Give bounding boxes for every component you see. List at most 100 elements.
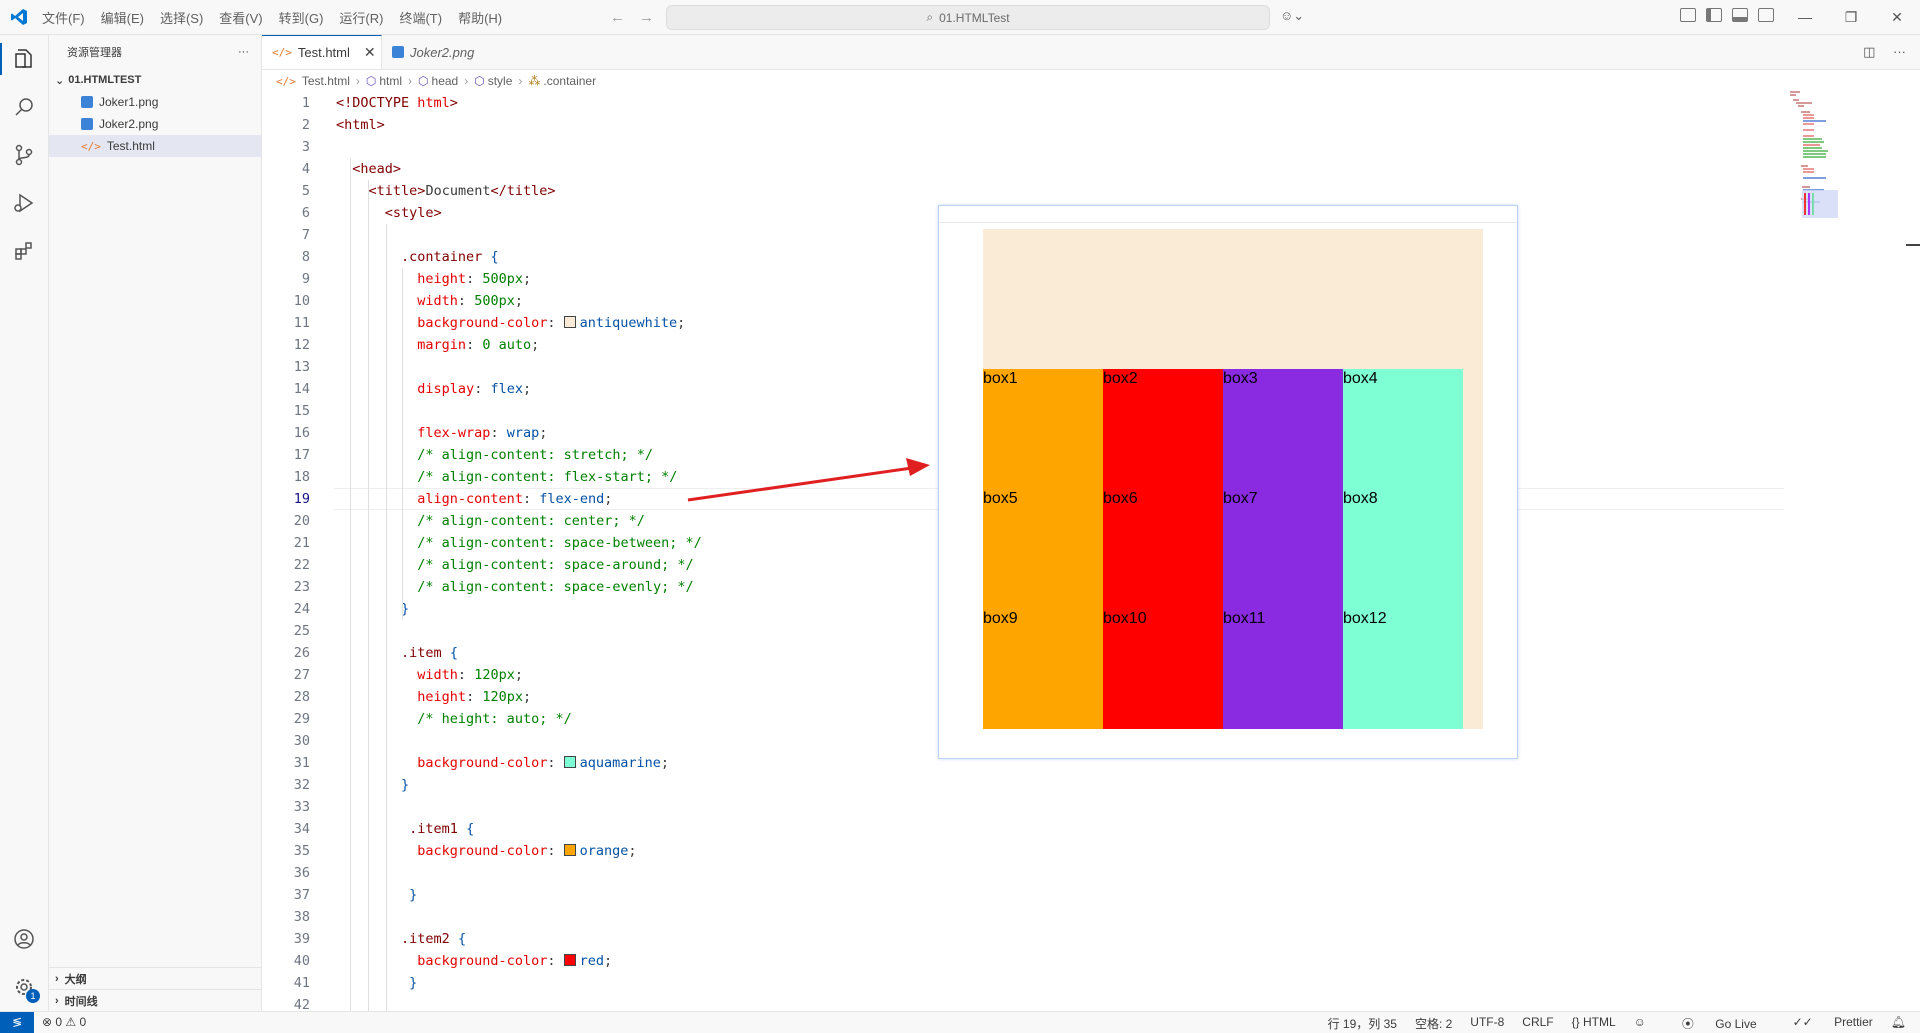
code-text: /* align-content: stretch; */ [417, 447, 653, 463]
prettier-button[interactable]: ✓✓ Prettier [1775, 1015, 1873, 1032]
customize-layout-icon[interactable] [1680, 8, 1696, 22]
minimize-icon[interactable]: — [1798, 9, 1812, 25]
search-text: 01.HTMLTest [939, 10, 1010, 25]
activity-bar-bottom: 1 [0, 915, 48, 1011]
workspace-folder[interactable]: ⌄ 01.HTMLTEST [49, 69, 261, 91]
search-view-icon[interactable] [0, 83, 48, 131]
line-number: 23 [293, 579, 310, 595]
flex-item-box1: box1 [983, 369, 1103, 489]
toggle-secondary-sidebar-icon[interactable] [1758, 8, 1774, 22]
breadcrumb-head[interactable]: head [431, 74, 459, 88]
menu-terminal[interactable]: 终端(T) [399, 10, 443, 26]
line-number: 20 [293, 513, 310, 529]
code-text: flex-wrap: wrap; [417, 425, 548, 441]
code-text: background-color: red; [417, 953, 613, 969]
indentation[interactable]: 空格: 2 [1414, 1017, 1453, 1031]
close-icon[interactable]: ✕ [363, 44, 376, 60]
menu-selection[interactable]: 选择(S) [159, 10, 204, 26]
code-text: .container { [401, 249, 499, 265]
vscode-logo-icon [11, 9, 27, 25]
line-number: 26 [293, 645, 310, 661]
menu-view[interactable]: 查看(V) [219, 10, 263, 26]
language-mode[interactable]: {} HTML [1571, 1015, 1616, 1029]
line-number: 3 [301, 139, 310, 155]
close-icon[interactable]: ✕ [1891, 9, 1903, 25]
line-number: 39 [293, 931, 310, 947]
html-file-icon: </> [81, 139, 101, 153]
line-number: 38 [293, 909, 310, 925]
chevron-right-icon: › [355, 74, 360, 88]
menu-run[interactable]: 运行(R) [339, 10, 384, 26]
line-number: 29 [293, 711, 310, 727]
menu-edit[interactable]: 编辑(E) [100, 10, 144, 26]
menu-go[interactable]: 转到(G) [278, 10, 324, 26]
more-actions-icon[interactable]: ··· [238, 46, 249, 58]
code-text: background-color: orange; [417, 843, 637, 859]
flex-item-box5: box5 [983, 489, 1103, 609]
encoding[interactable]: UTF-8 [1470, 1015, 1505, 1029]
minimap[interactable] [1790, 90, 1840, 220]
cursor-position[interactable]: 行 19，列 35 [1327, 1017, 1397, 1031]
end-of-line[interactable]: CRLF [1522, 1015, 1554, 1029]
file-item-joker2[interactable]: Joker2.png [49, 113, 261, 135]
flex-item-box10: box10 [1103, 609, 1223, 729]
file-item-joker1[interactable]: Joker1.png [49, 91, 261, 113]
extensions-icon[interactable] [0, 227, 48, 275]
outline-section[interactable]: › 大纲 [49, 967, 261, 989]
restore-icon[interactable]: ❐ [1844, 9, 1858, 25]
manage-gear-icon[interactable]: 1 [0, 963, 48, 1011]
line-number: 35 [293, 843, 310, 859]
breadcrumb-file[interactable]: Test.html [301, 74, 350, 88]
breadcrumb-container[interactable]: .container [543, 74, 597, 88]
go-live-button[interactable]: ⦿ Go Live [1664, 1015, 1757, 1032]
line-number: 32 [293, 777, 310, 793]
forward-arrow-icon[interactable]: → [639, 9, 654, 26]
menu-file[interactable]: 文件(F) [42, 10, 85, 26]
layout-controls [1680, 8, 1784, 22]
tab-label: Test.html [297, 45, 350, 60]
image-file-icon [81, 96, 93, 108]
menu-help[interactable]: 帮助(H) [458, 10, 503, 26]
line-number: 6 [301, 205, 310, 221]
notifications-bell-icon[interactable]: 🔔︎ [1890, 1015, 1906, 1029]
toggle-panel-icon[interactable] [1732, 8, 1748, 22]
code-text: <style> [384, 205, 442, 221]
toggle-sidebar-icon[interactable] [1706, 8, 1722, 22]
explorer-icon[interactable] [0, 35, 48, 83]
code-text: height: 120px; [417, 689, 532, 705]
breadcrumb-html[interactable]: html [379, 74, 403, 88]
run-debug-icon[interactable] [0, 179, 48, 227]
back-arrow-icon[interactable]: ← [610, 9, 625, 26]
source-control-icon[interactable] [0, 131, 48, 179]
code-text: .item1 { [409, 821, 475, 837]
outline-label: 大纲 [64, 973, 87, 986]
command-center-search[interactable]: ⌕ 01.HTMLTest [666, 5, 1270, 30]
accounts-icon[interactable] [0, 915, 48, 963]
file-item-test-html[interactable]: </> Test.html [49, 135, 261, 157]
problems-indicator[interactable]: ⊗ 0 ⚠ 0 [42, 1015, 87, 1029]
timeline-section[interactable]: › 时间线 [49, 989, 261, 1011]
more-actions-icon[interactable]: ··· [1893, 44, 1906, 59]
explorer-header: 资源管理器 ··· [49, 35, 261, 69]
element-icon: ⬡ [365, 74, 377, 88]
line-number: 7 [301, 227, 310, 243]
line-number: 41 [293, 975, 310, 991]
remote-indicator-icon[interactable]: ≶ [0, 1012, 34, 1033]
line-number: 13 [293, 359, 310, 375]
code-text: /* align-content: space-between; */ [417, 535, 702, 551]
element-icon: ⬡ [418, 74, 429, 88]
split-editor-icon[interactable]: ◫ [1863, 44, 1876, 59]
copilot-status-icon[interactable]: ☺ [1633, 1015, 1646, 1029]
tab-joker2[interactable]: Joker2.png [382, 35, 502, 69]
code-text: /* align-content: space-around; */ [417, 557, 694, 573]
nav-arrows: ←→ [610, 9, 668, 26]
code-text: } [409, 975, 418, 991]
line-number: 12 [293, 337, 310, 353]
line-number: 34 [293, 821, 310, 837]
tab-test-html[interactable]: </> Test.html ✕ [262, 35, 382, 69]
copilot-icon[interactable]: ☺⌄ [1280, 8, 1305, 23]
breadcrumb-style[interactable]: style [487, 74, 513, 88]
